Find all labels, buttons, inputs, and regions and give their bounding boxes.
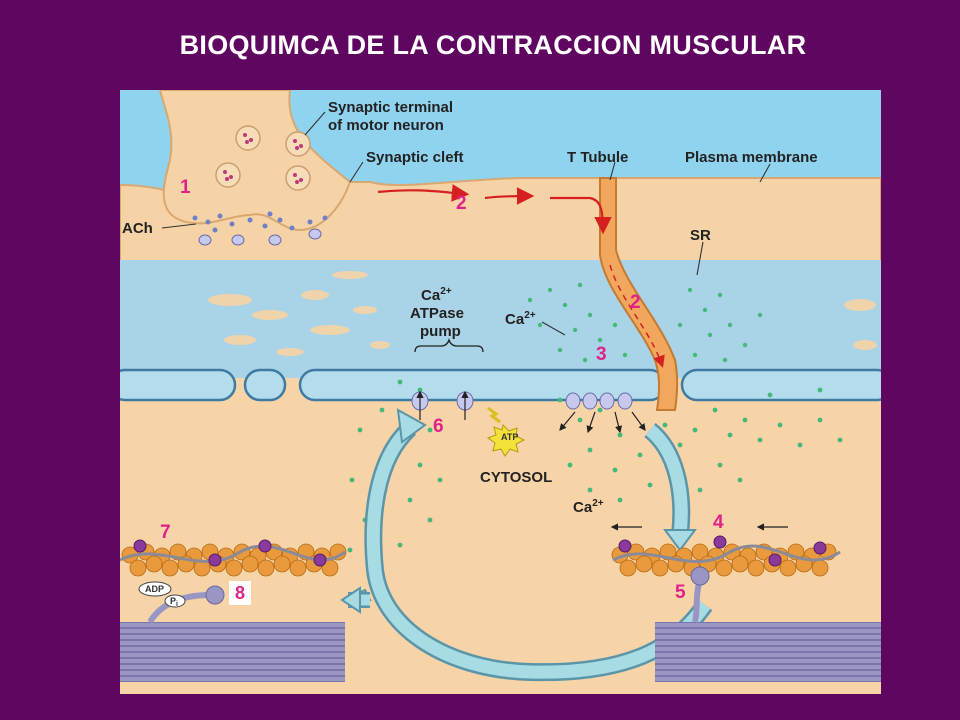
calcium-release-channels [565, 392, 633, 410]
thick-filament-right [655, 622, 881, 682]
calcium-dots-sr [527, 282, 763, 363]
label-ca-pump-3: pump [420, 323, 461, 340]
adp-label: ADP [145, 584, 164, 594]
sarcoplasmic-reticulum [120, 260, 881, 378]
step-1-label: 1 [180, 177, 191, 198]
label-sr: SR [690, 227, 711, 244]
label-ca-pump-2: ATPase [410, 305, 464, 322]
page-title: BIOQUIMCA DE LA CONTRACCION MUSCULAR [179, 30, 807, 60]
phosphate-label: Pi [170, 596, 178, 608]
synaptic-vesicle [285, 165, 311, 191]
synaptic-vesicle [235, 125, 261, 151]
synaptic-vesicle [285, 131, 311, 157]
atp-burst-icon [486, 423, 526, 457]
label-ca-sr: Ca2+ [505, 310, 536, 328]
step-6-label: 6 [433, 416, 444, 437]
step-4-label: 4 [713, 512, 724, 533]
myosin-head-right [690, 566, 710, 586]
acetylcholine-dots [192, 211, 328, 233]
adp-molecule [138, 581, 172, 597]
step-3-label: 3 [596, 344, 607, 365]
atp-label: ATP [501, 432, 518, 442]
t-tubule [599, 177, 679, 411]
step-2b-label: 2 [630, 292, 641, 313]
myosin-head-left [205, 585, 225, 605]
label-t-tubule: T Tubule [567, 149, 628, 166]
step-5-label: 5 [675, 582, 686, 603]
step-7-label: 7 [160, 522, 171, 543]
synaptic-vesicle [215, 162, 241, 188]
label-cytosol: CYTOSOL [480, 469, 552, 486]
label-synaptic-terminal-2: of motor neuron [328, 117, 444, 134]
step-2-label: 2 [456, 193, 467, 214]
label-ca-pump-1: Ca2+ [421, 286, 452, 304]
phosphate-molecule [164, 594, 186, 608]
label-plasma-membrane: Plasma membrane [685, 149, 818, 166]
ach-receptors [198, 228, 322, 246]
label-synaptic-cleft: Synaptic cleft [366, 149, 464, 166]
thick-filament-left [120, 622, 345, 682]
thin-filament-right [611, 535, 841, 577]
label-ca-cytosol: Ca2+ [573, 498, 604, 516]
label-ach: ACh [122, 220, 153, 237]
synaptic-terminal [158, 90, 352, 232]
step-8-label: 8 [229, 581, 251, 605]
thin-filament-left [120, 539, 347, 577]
diagram-canvas: ATP [120, 90, 881, 682]
calcium-dots-cytosol [347, 379, 843, 553]
label-synaptic-terminal-1: Synaptic terminal [328, 99, 453, 116]
muscle-contraction-diagram: ATP [120, 90, 881, 694]
